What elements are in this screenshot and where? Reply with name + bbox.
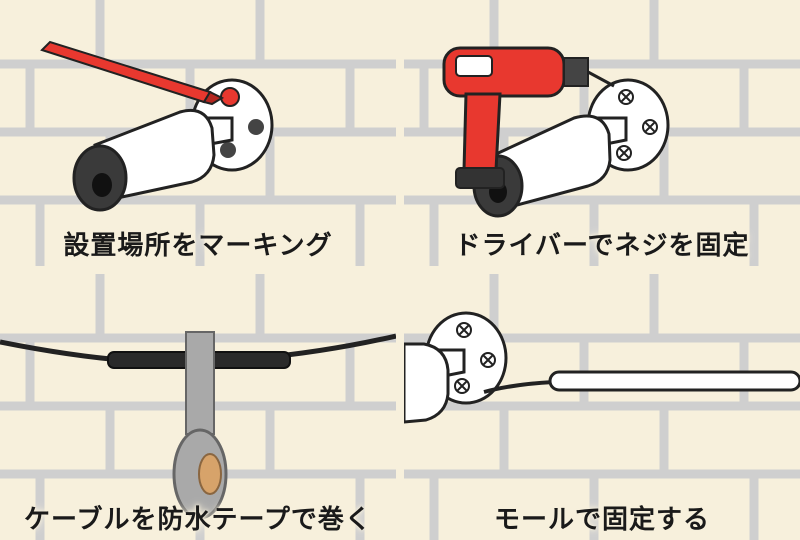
step-panel-screwing: ドライバーでネジを固定 [404,0,800,266]
power-drill-icon [442,46,615,189]
step-panel-marking: 設置場所をマーキング [0,0,396,266]
brick-wall [0,0,396,266]
molding-illustration [404,274,800,540]
step-caption: ケーブルを防水テープで巻く [24,505,372,535]
screwing-illustration [404,0,800,266]
cable [483,380,555,394]
waterproof-tape-icon [172,331,228,520]
step-panel-molding: モールで固定する [404,274,800,540]
step-panel-taping: ケーブルを防水テープで巻く [0,274,396,540]
taping-illustration [0,274,396,540]
security-camera [404,342,466,424]
marking-illustration [0,0,396,266]
camera-mount [424,311,508,405]
security-camera [72,108,234,212]
marker-pen-icon [40,40,225,106]
cable-molding-icon [548,370,800,392]
step-caption: ドライバーでネジを固定 [454,231,750,261]
step-caption: 設置場所をマーキング [63,231,333,261]
step-caption: モールで固定する [493,505,710,535]
